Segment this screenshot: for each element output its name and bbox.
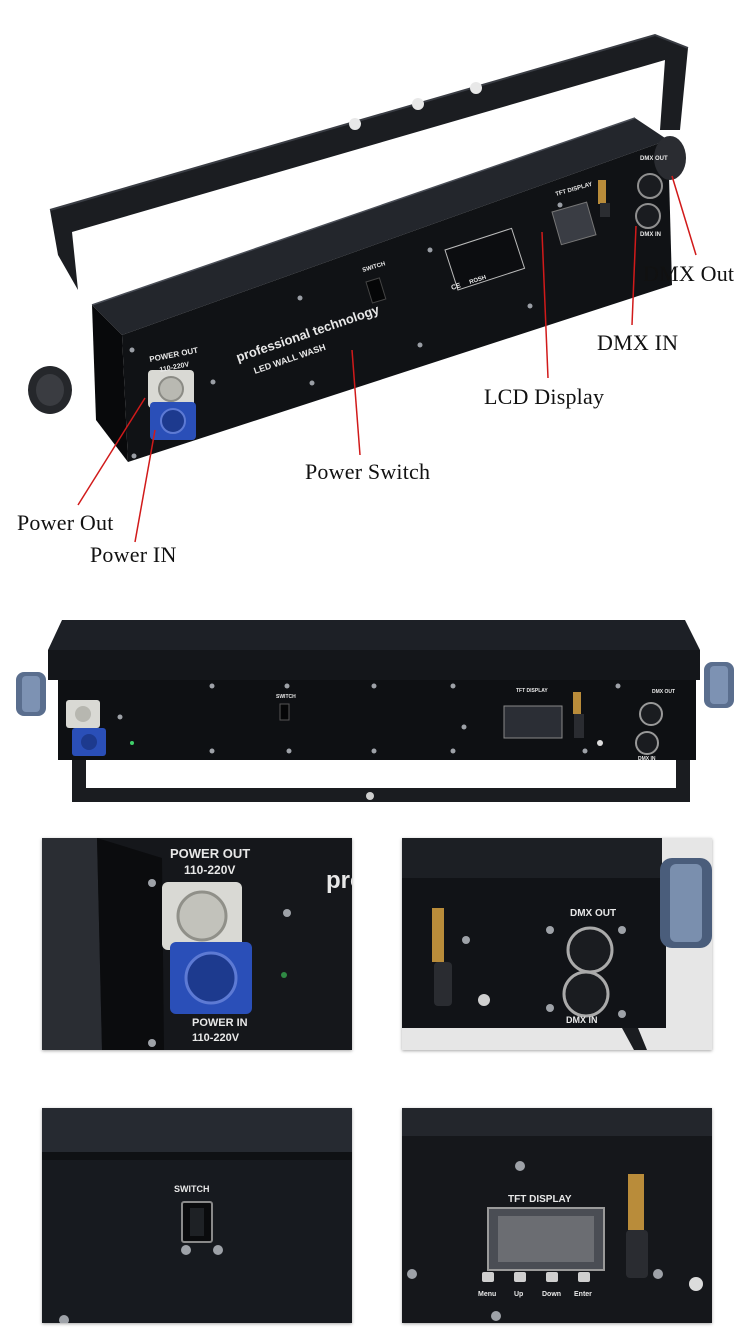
ce-mark: CE: [450, 282, 462, 292]
detail-voltage-silk: 110-220V: [184, 863, 235, 877]
detail-voltage-silk-2: 110-220V: [192, 1032, 240, 1044]
callout-power-out: Power Out: [17, 510, 114, 535]
callout-power-in: Power IN: [90, 542, 177, 567]
button-up-label: Up: [514, 1291, 523, 1298]
detail-power-connectors: POWER OUT 110-220V POWER IN 110-220V pro: [42, 838, 352, 1050]
detail-dmx-connectors: DMX OUT DMX IN: [402, 838, 712, 1050]
callout-dmx-in: DMX IN: [597, 330, 679, 355]
switch-silk-2: SWITCH: [276, 694, 296, 700]
dmx-out-silk-2: DMX OUT: [652, 689, 675, 695]
detail-switch-silk: SWITCH: [174, 1184, 210, 1194]
rohs-mark: ROSH: [469, 275, 487, 286]
angled-product-photo: POWER OUT 110-220V professional technolo…: [0, 0, 750, 580]
dmx-in-silk: DMX IN: [640, 232, 661, 238]
tft-silk-2: TFT DISPLAY: [516, 688, 548, 694]
detail-brand-fragment: pro: [326, 867, 352, 894]
button-enter-label: Enter: [574, 1291, 592, 1298]
detail-tft-display: TFT DISPLAY Menu Up Down Enter: [402, 1108, 712, 1323]
callout-dmx-out: DMX Out: [643, 261, 735, 286]
detail-power-out-silk: POWER OUT: [170, 846, 250, 861]
button-down-label: Down: [542, 1291, 561, 1298]
detail-dmx-in-silk: DMX IN: [566, 1015, 598, 1025]
dmx-in-silk-2: DMX IN: [638, 756, 656, 762]
dmx-out-silk: DMX OUT: [640, 156, 668, 162]
detail-power-in-silk: POWER IN: [192, 1017, 248, 1029]
detail-tft-silk: TFT DISPLAY: [508, 1194, 572, 1205]
callout-lcd-display: LCD Display: [484, 384, 605, 409]
detail-power-switch: SWITCH: [42, 1108, 352, 1323]
detail-dmx-out-silk: DMX OUT: [570, 908, 616, 919]
button-menu-label: Menu: [478, 1291, 496, 1298]
rear-panel-photo: SWITCH TFT DISPLAY DMX OUT DMX IN: [0, 610, 750, 820]
callout-power-switch: Power Switch: [305, 459, 431, 484]
